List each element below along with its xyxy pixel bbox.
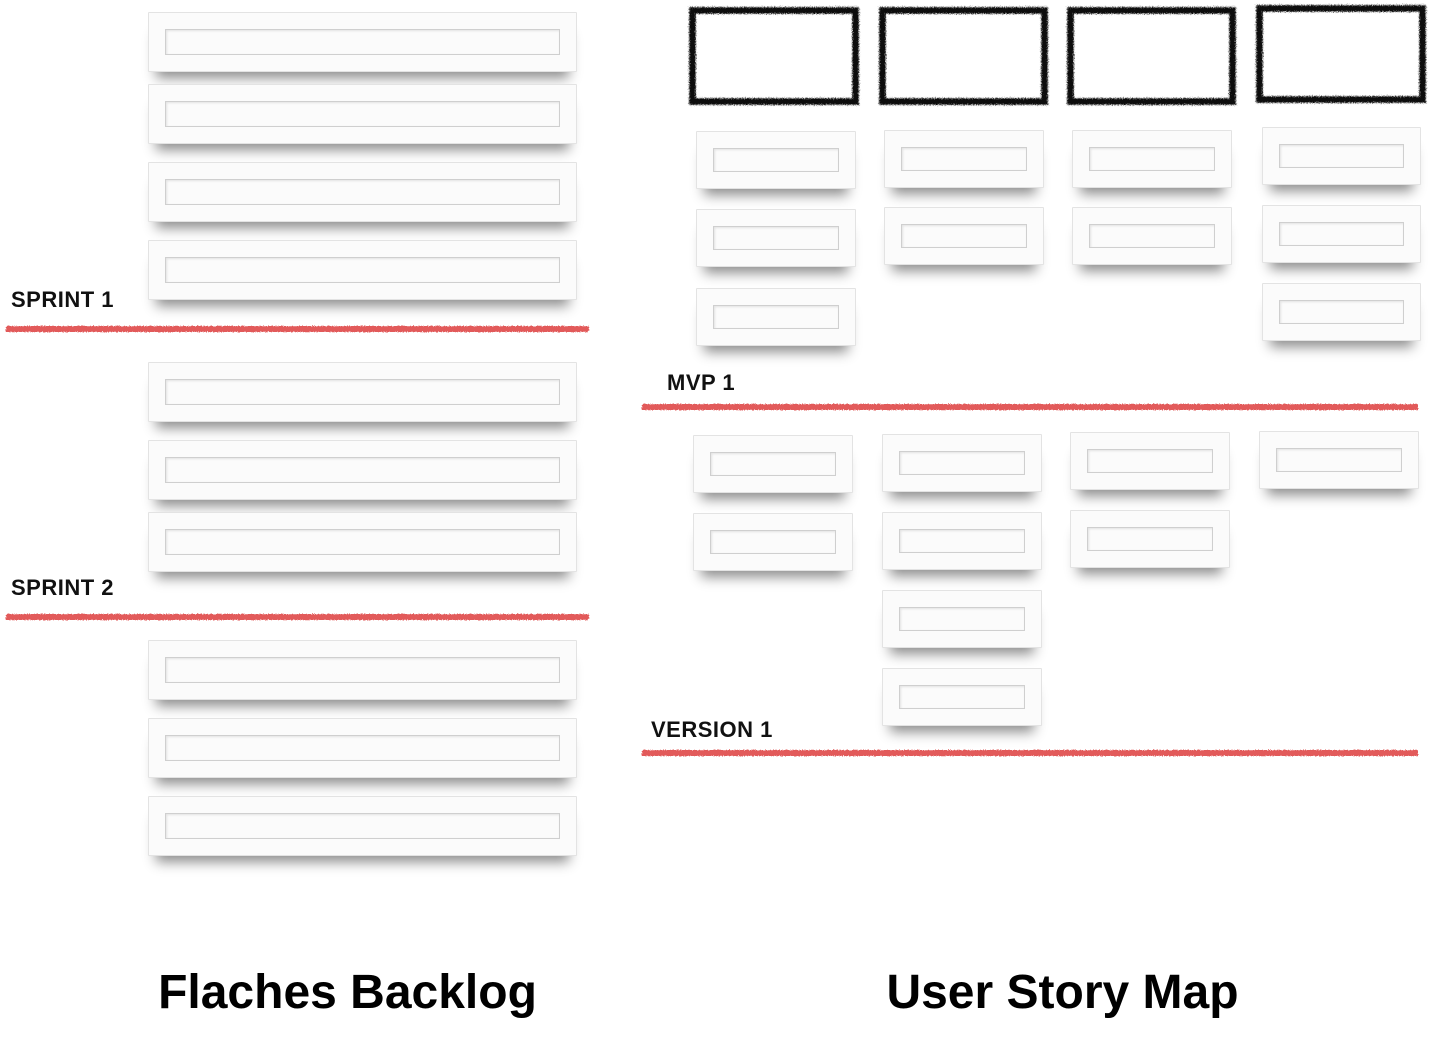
version-1-label: VERSION 1 (651, 717, 773, 742)
mvp-1-label: MVP 1 (667, 370, 736, 395)
story-card (1262, 205, 1421, 263)
epic-card (1068, 8, 1235, 104)
story-card (882, 512, 1042, 570)
sprint-2-cutline (6, 614, 589, 620)
backlog-card (148, 796, 577, 856)
story-card (1072, 130, 1232, 188)
story-card (696, 288, 856, 346)
story-card (1070, 432, 1230, 490)
backlog-card (148, 440, 577, 500)
story-card (882, 434, 1042, 492)
backlog-heading: Flaches Backlog (158, 966, 537, 1019)
story-card (1259, 431, 1419, 489)
backlog-card (148, 12, 577, 72)
backlog-card (148, 640, 577, 700)
version-1-cutline (642, 750, 1418, 756)
story-card (882, 590, 1042, 648)
epic-card (690, 8, 858, 104)
story-card (884, 207, 1044, 265)
backlog-card (148, 512, 577, 572)
story-card (1072, 207, 1232, 265)
story-map-heading: User Story Map (886, 966, 1239, 1019)
story-card (1070, 510, 1230, 568)
backlog-card (148, 162, 577, 222)
sprint-1-label: SPRINT 1 (11, 287, 115, 312)
story-card (696, 209, 856, 267)
story-card (693, 513, 853, 571)
story-card (696, 131, 856, 189)
sprint-1-cutline (6, 326, 589, 332)
epic-card (880, 8, 1047, 104)
backlog-card (148, 240, 577, 300)
sprint-2-label: SPRINT 2 (11, 575, 115, 600)
mvp-1-cutline (642, 404, 1418, 410)
backlog-card (148, 718, 577, 778)
story-card (693, 435, 853, 493)
backlog-card (148, 84, 577, 144)
epic-card (1257, 6, 1425, 102)
story-card (882, 668, 1042, 726)
backlog-card (148, 362, 577, 422)
story-card (1262, 283, 1421, 341)
story-card (884, 130, 1044, 188)
story-card (1262, 127, 1421, 185)
